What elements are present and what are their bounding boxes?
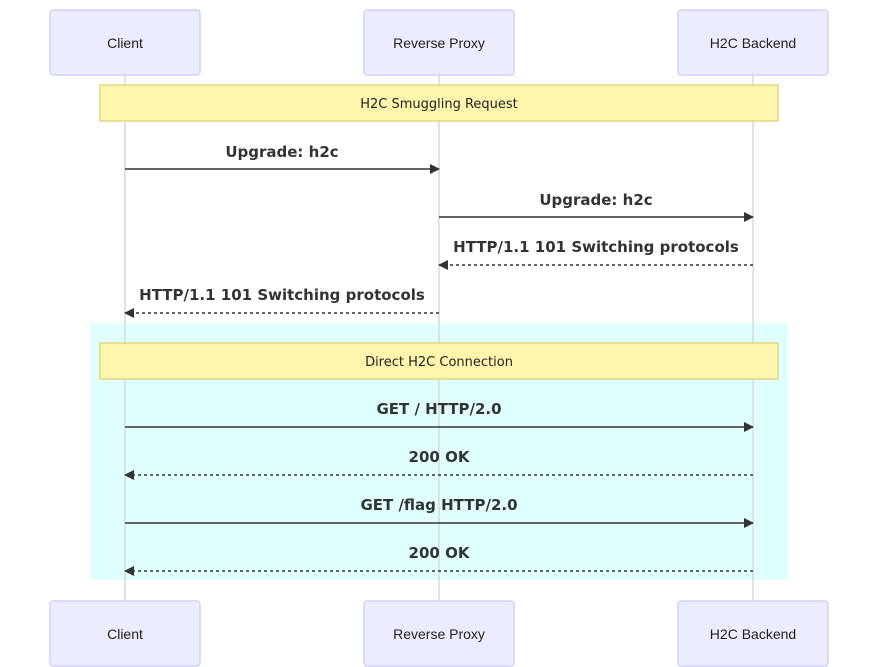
message-label: GET /flag HTTP/2.0 [360, 496, 517, 514]
message-label: GET / HTTP/2.0 [376, 400, 501, 418]
actor-label: H2C Backend [710, 35, 796, 51]
actor-h2c-backend-bottom: H2C Backend [677, 600, 829, 667]
actor-label: Client [107, 626, 143, 642]
message-6: 200 OK [124, 448, 753, 480]
message-4: HTTP/1.1 101 Switching protocols [124, 286, 439, 318]
message-3: HTTP/1.1 101 Switching protocols [438, 238, 753, 270]
message-7: GET /flag HTTP/2.0 [125, 496, 754, 528]
actor-client-top: Client [49, 9, 201, 76]
note-text: Direct H2C Connection [365, 355, 513, 370]
message-2: Upgrade: h2c [439, 191, 754, 222]
message-label: HTTP/1.1 101 Switching protocols [139, 286, 425, 304]
message-label: HTTP/1.1 101 Switching protocols [453, 238, 739, 256]
actor-reverse-proxy-bottom: Reverse Proxy [363, 600, 515, 667]
message-label: 200 OK [409, 544, 471, 562]
actor-client-bottom: Client [49, 600, 201, 667]
note-h2c-smuggling-request: H2C Smuggling Request [99, 84, 779, 122]
actor-h2c-backend-top: H2C Backend [677, 9, 829, 76]
actor-label: Client [107, 35, 143, 51]
message-5: GET / HTTP/2.0 [125, 400, 754, 432]
message-8: 200 OK [124, 544, 753, 576]
message-label: 200 OK [409, 448, 471, 466]
actor-reverse-proxy-top: Reverse Proxy [363, 9, 515, 76]
note-text: H2C Smuggling Request [360, 97, 518, 112]
message-1: Upgrade: h2c [125, 143, 440, 174]
note-direct-h2c-connection: Direct H2C Connection [99, 342, 779, 380]
actor-label: Reverse Proxy [393, 626, 485, 642]
message-label: Upgrade: h2c [539, 191, 652, 209]
actor-label: Reverse Proxy [393, 35, 485, 51]
actor-label: H2C Backend [710, 626, 796, 642]
message-label: Upgrade: h2c [225, 143, 338, 161]
